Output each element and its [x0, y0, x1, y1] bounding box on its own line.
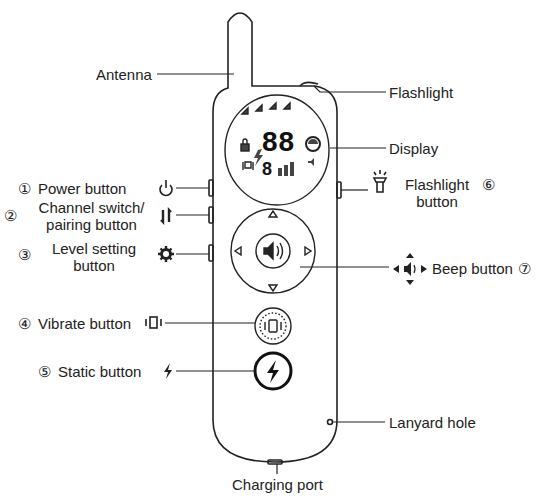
leader-lines: [157, 74, 389, 474]
part-label: Antenna: [96, 66, 156, 83]
part-label: Level setting button: [38, 240, 150, 274]
part-label: ⑦: [518, 260, 538, 277]
part-label: Beep button: [432, 260, 518, 277]
part-label: ②: [4, 207, 22, 224]
part-label: Vibrate button: [38, 315, 143, 332]
display-digits: 88: [262, 126, 302, 157]
part-label: ⑥: [482, 176, 502, 193]
part-label: Static button: [58, 363, 158, 380]
part-label: ④: [18, 315, 36, 332]
part-label: ③: [18, 246, 36, 263]
part-label: Channel switch/ pairing button: [24, 199, 159, 233]
vibrate-button: [255, 308, 291, 344]
part-label: Flashlight: [389, 84, 469, 101]
static-button: [255, 353, 291, 389]
display-digits: 8: [262, 159, 278, 179]
part-label: Flashlight button: [392, 176, 482, 210]
part-label: Charging port: [232, 476, 342, 493]
beep-dpad: [231, 209, 315, 293]
label-icons: [146, 170, 427, 379]
part-label: Display: [389, 140, 459, 157]
part-label: Power button: [38, 180, 138, 197]
part-label: ⑤: [38, 363, 56, 380]
part-label: ①: [18, 180, 36, 197]
part-label: Lanyard hole: [389, 414, 489, 431]
remote-housing: [209, 13, 341, 464]
lcd-display: [225, 95, 329, 205]
